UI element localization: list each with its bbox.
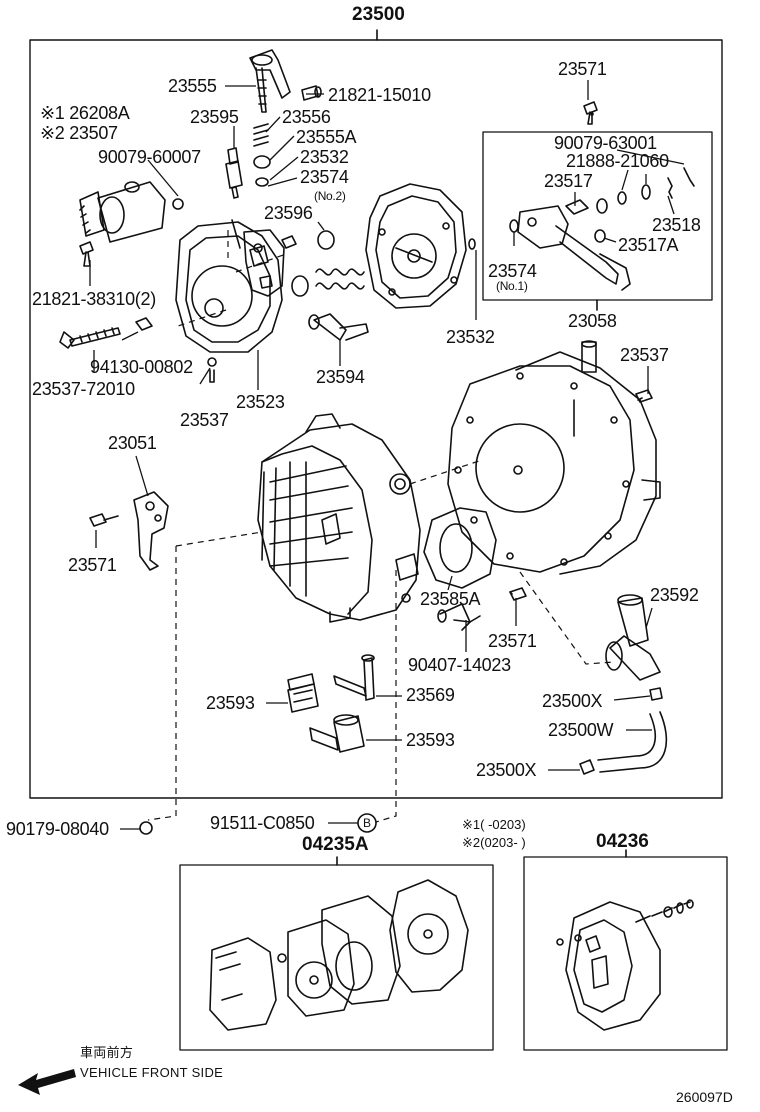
part-label-90179-08040[interactable]: 90179-08040 bbox=[6, 819, 109, 839]
part-label-91511-C0850[interactable]: 91511-C0850 bbox=[210, 813, 315, 833]
main-assembly-number[interactable]: 23500 bbox=[352, 4, 405, 25]
spring-23556b bbox=[291, 268, 365, 297]
bolt-23571-left bbox=[89, 513, 119, 527]
part-label-23532-top[interactable]: 23532 bbox=[300, 147, 349, 167]
part-label-23555[interactable]: 23555 bbox=[168, 76, 217, 96]
part-label-23537-right[interactable]: 23537 bbox=[620, 345, 669, 365]
plug-23593-a bbox=[287, 673, 319, 713]
part-label-21821-15010[interactable]: 21821-15010 bbox=[328, 85, 431, 105]
valve-23594 bbox=[308, 313, 369, 341]
part-23555-drawing bbox=[249, 49, 291, 113]
part-label-23555A[interactable]: 23555A bbox=[296, 127, 357, 147]
part-label-23571-left[interactable]: 23571 bbox=[68, 555, 117, 575]
part-label-23051[interactable]: 23051 bbox=[108, 433, 157, 453]
outlet-23592-drawing bbox=[605, 594, 661, 681]
lever-23058-drawing bbox=[509, 101, 695, 291]
note-star2-range: ※2(0203- ) bbox=[462, 835, 526, 850]
bolt-23571-mid bbox=[509, 587, 527, 601]
part-label-90079-60007[interactable]: 90079-60007 bbox=[98, 147, 201, 167]
part-label-23517[interactable]: 23517 bbox=[544, 171, 593, 191]
part-label-23058[interactable]: 23058 bbox=[568, 311, 617, 331]
part-label-23592[interactable]: 23592 bbox=[650, 585, 699, 605]
main-assembly-frame bbox=[29, 39, 723, 799]
reference-letter-b: B bbox=[363, 816, 371, 830]
part-label-23569[interactable]: 23569 bbox=[406, 685, 455, 705]
part-label-23571-mid[interactable]: 23571 bbox=[488, 631, 537, 651]
cover-plate-drawing bbox=[447, 340, 661, 575]
part-label-90079-63001[interactable]: 90079-63001 bbox=[554, 133, 657, 153]
clamp-23500X-a bbox=[649, 687, 663, 701]
part-label-23523[interactable]: 23523 bbox=[236, 392, 285, 412]
part-label-23596[interactable]: 23596 bbox=[264, 203, 313, 223]
part-label-23556[interactable]: 23556 bbox=[282, 107, 331, 127]
part-label-23593-a[interactable]: 23593 bbox=[206, 693, 255, 713]
nipple-23595 bbox=[225, 147, 243, 199]
part-label-23537-72010[interactable]: 23537-72010 bbox=[32, 379, 135, 399]
part-label-23574-box[interactable]: 23574 bbox=[488, 261, 537, 281]
part-label-23500X-a[interactable]: 23500X bbox=[542, 691, 603, 711]
gasket-23585A-drawing bbox=[423, 507, 497, 589]
cover-23523-drawing bbox=[175, 219, 285, 383]
kit-label-04236[interactable]: 04236 bbox=[596, 831, 649, 852]
diaphragm-23532-drawing bbox=[365, 183, 476, 309]
kit-04235A-drawing bbox=[209, 879, 469, 1031]
note-star1-range: ※1( -0203) bbox=[462, 817, 526, 832]
part-label-23532-mid[interactable]: 23532 bbox=[446, 327, 495, 347]
part-label-23517A[interactable]: 23517A bbox=[618, 235, 679, 255]
front-side-japanese: 車両前方 bbox=[80, 1045, 134, 1060]
bolt-21821-38310 bbox=[79, 241, 94, 267]
fitting-23569 bbox=[333, 654, 375, 701]
part-label-23537-left[interactable]: 23537 bbox=[180, 410, 229, 430]
plug-23593-b bbox=[309, 714, 365, 753]
part-label-23585A[interactable]: 23585A bbox=[420, 589, 481, 609]
main-body-drawing bbox=[257, 413, 421, 623]
ring-23555A bbox=[253, 155, 271, 187]
solenoid-valve-drawing bbox=[79, 181, 184, 243]
part-label-26208A[interactable]: ※1 26208A bbox=[40, 103, 130, 123]
part-label-21888-21060[interactable]: 21888-21060 bbox=[566, 151, 669, 171]
bolt-23537-right bbox=[635, 389, 653, 403]
clamp-23500X-b bbox=[579, 759, 595, 775]
part-label-23594[interactable]: 23594 bbox=[316, 367, 365, 387]
part-label-23500X-b[interactable]: 23500X bbox=[476, 760, 537, 780]
part-label-23518[interactable]: 23518 bbox=[652, 215, 701, 235]
part-label-90407-14023[interactable]: 90407-14023 bbox=[408, 655, 511, 675]
part-label-23507[interactable]: ※2 23507 bbox=[40, 123, 118, 143]
kit-label-04235A[interactable]: 04235A bbox=[302, 834, 369, 855]
oring-23574-no2 bbox=[317, 230, 335, 250]
part-label-23571-top[interactable]: 23571 bbox=[558, 59, 607, 79]
fitting-21821-15010 bbox=[301, 85, 322, 101]
bracket-23051-drawing bbox=[133, 491, 169, 571]
front-side-english: VEHICLE FRONT SIDE bbox=[80, 1065, 224, 1080]
part-label-94130-00802[interactable]: 94130-00802 bbox=[90, 357, 193, 377]
part-label-23593-b[interactable]: 23593 bbox=[406, 730, 455, 750]
hose-23500W-drawing bbox=[597, 711, 668, 773]
part-note-no2: (No.2) bbox=[314, 189, 346, 203]
kit-04236-drawing bbox=[556, 899, 694, 1031]
part-label-21821-38310[interactable]: 21821-38310(2) bbox=[32, 289, 156, 309]
kit-04236-box bbox=[523, 856, 728, 1051]
washer-94130 bbox=[135, 317, 153, 331]
part-label-23595[interactable]: 23595 bbox=[190, 107, 239, 127]
bolt-23537-72010 bbox=[59, 327, 121, 349]
screw-23596 bbox=[281, 235, 297, 249]
nut-90179 bbox=[139, 821, 153, 835]
part-label-23574-top[interactable]: 23574 bbox=[300, 167, 349, 187]
drawing-code: 260097D bbox=[676, 1089, 733, 1105]
part-label-23500W[interactable]: 23500W bbox=[548, 720, 614, 740]
part-note-no1: (No.1) bbox=[496, 279, 528, 293]
front-direction-arrow bbox=[18, 1069, 76, 1095]
spring-23556 bbox=[253, 123, 269, 147]
